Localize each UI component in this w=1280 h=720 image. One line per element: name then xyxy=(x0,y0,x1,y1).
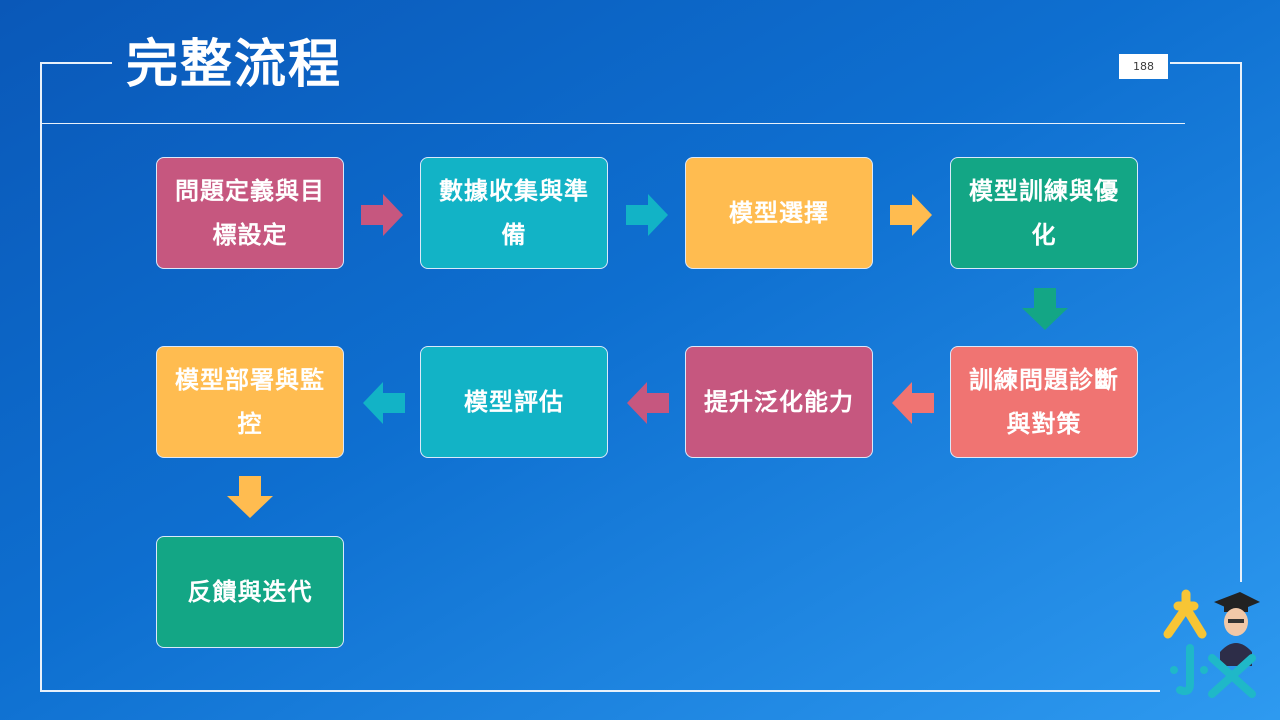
slide-title: 完整流程 xyxy=(126,35,343,95)
arrow-left-icon xyxy=(363,382,405,424)
arrow-right-icon xyxy=(890,194,932,236)
step-data-collection: 數據收集與準備 xyxy=(420,157,608,269)
arrow-down-icon xyxy=(227,476,273,518)
title-divider xyxy=(40,123,1185,124)
frame-left xyxy=(40,62,42,692)
step-model-deployment: 模型部署與監控 xyxy=(156,346,344,458)
frame-right xyxy=(1240,62,1242,582)
step-generalization: 提升泛化能力 xyxy=(685,346,873,458)
page-number: 188 xyxy=(1119,54,1168,79)
frame-top-left xyxy=(40,62,112,64)
step-model-selection: 模型選擇 xyxy=(685,157,873,269)
arrow-left-icon xyxy=(892,382,934,424)
arrow-left-icon xyxy=(627,382,669,424)
step-model-evaluation: 模型評估 xyxy=(420,346,608,458)
step-training-diagnosis: 訓練問題診斷與對策 xyxy=(950,346,1138,458)
step-feedback-iteration: 反饋與迭代 xyxy=(156,536,344,648)
mascot-logo-icon xyxy=(1163,589,1260,698)
frame-top-right xyxy=(1170,62,1242,64)
step-problem-definition: 問題定義與目標設定 xyxy=(156,157,344,269)
arrow-right-icon xyxy=(361,194,403,236)
arrow-down-icon xyxy=(1022,288,1068,330)
arrow-right-icon xyxy=(626,194,668,236)
frame-bottom xyxy=(40,690,1160,692)
step-model-training: 模型訓練與優化 xyxy=(950,157,1138,269)
